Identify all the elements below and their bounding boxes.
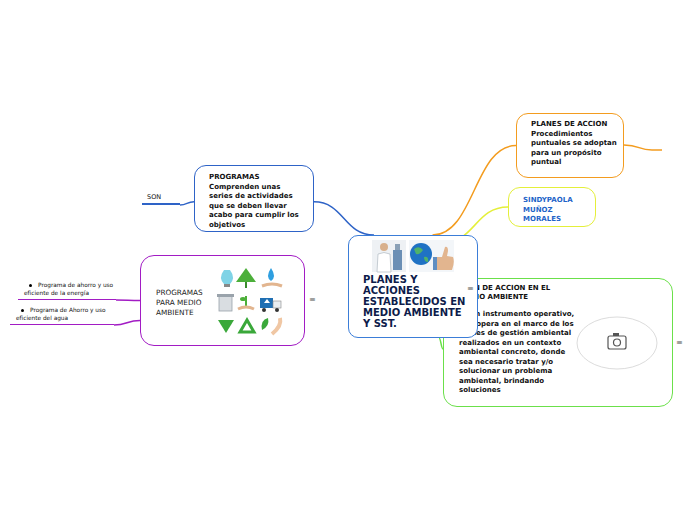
node-text: Programa de Ahorro y uso eficiente del a… bbox=[16, 306, 114, 322]
node-text: PLANES Y ACCIONES ESTABLECIDOS EN MEDIO … bbox=[363, 274, 471, 329]
stub-line bbox=[624, 145, 662, 150]
branch-connector bbox=[314, 202, 374, 235]
subtopic: SON bbox=[142, 193, 180, 205]
topic-box: PROGRAMAS Comprenden unas series de acti… bbox=[194, 165, 314, 232]
node-text: PLANES DE ACCION Procedimientos puntuale… bbox=[531, 120, 618, 168]
menu-glyph: ≡ bbox=[676, 338, 683, 347]
branch-connector bbox=[114, 321, 140, 325]
node-text: SINDYPAOLA MUÑOZ MORALES bbox=[523, 196, 590, 225]
topic-box: PROGRAMAS PARA MEDIO AMBIENTE bbox=[140, 255, 305, 346]
node-text: SON bbox=[147, 193, 180, 201]
branch-connector bbox=[433, 146, 517, 236]
central-topic: PLANES Y ACCIONES ESTABLECIDOS EN MEDIO … bbox=[348, 235, 478, 338]
branch-connector bbox=[116, 299, 140, 301]
branch-connector bbox=[180, 202, 194, 205]
node-text: PROGRAMAS PARA MEDIO AMBIENTE bbox=[156, 288, 209, 318]
author-box: SINDYPAOLA MUÑOZ MORALES bbox=[508, 187, 596, 227]
topic-box: PLANES DE ACCION Procedimientos puntuale… bbox=[516, 113, 624, 178]
bullet-subtopic: Programa de ahorro y uso eficiente de la… bbox=[18, 281, 116, 300]
bullet-subtopic: Programa de Ahorro y uso eficiente del a… bbox=[10, 306, 114, 325]
node-text: PROGRAMAS Comprenden unas series de acti… bbox=[209, 173, 305, 230]
menu-glyph: ≡ bbox=[309, 295, 316, 304]
node-text: Programa de ahorro y uso eficiente de la… bbox=[24, 281, 116, 297]
menu-glyph: ≡ bbox=[467, 284, 474, 293]
